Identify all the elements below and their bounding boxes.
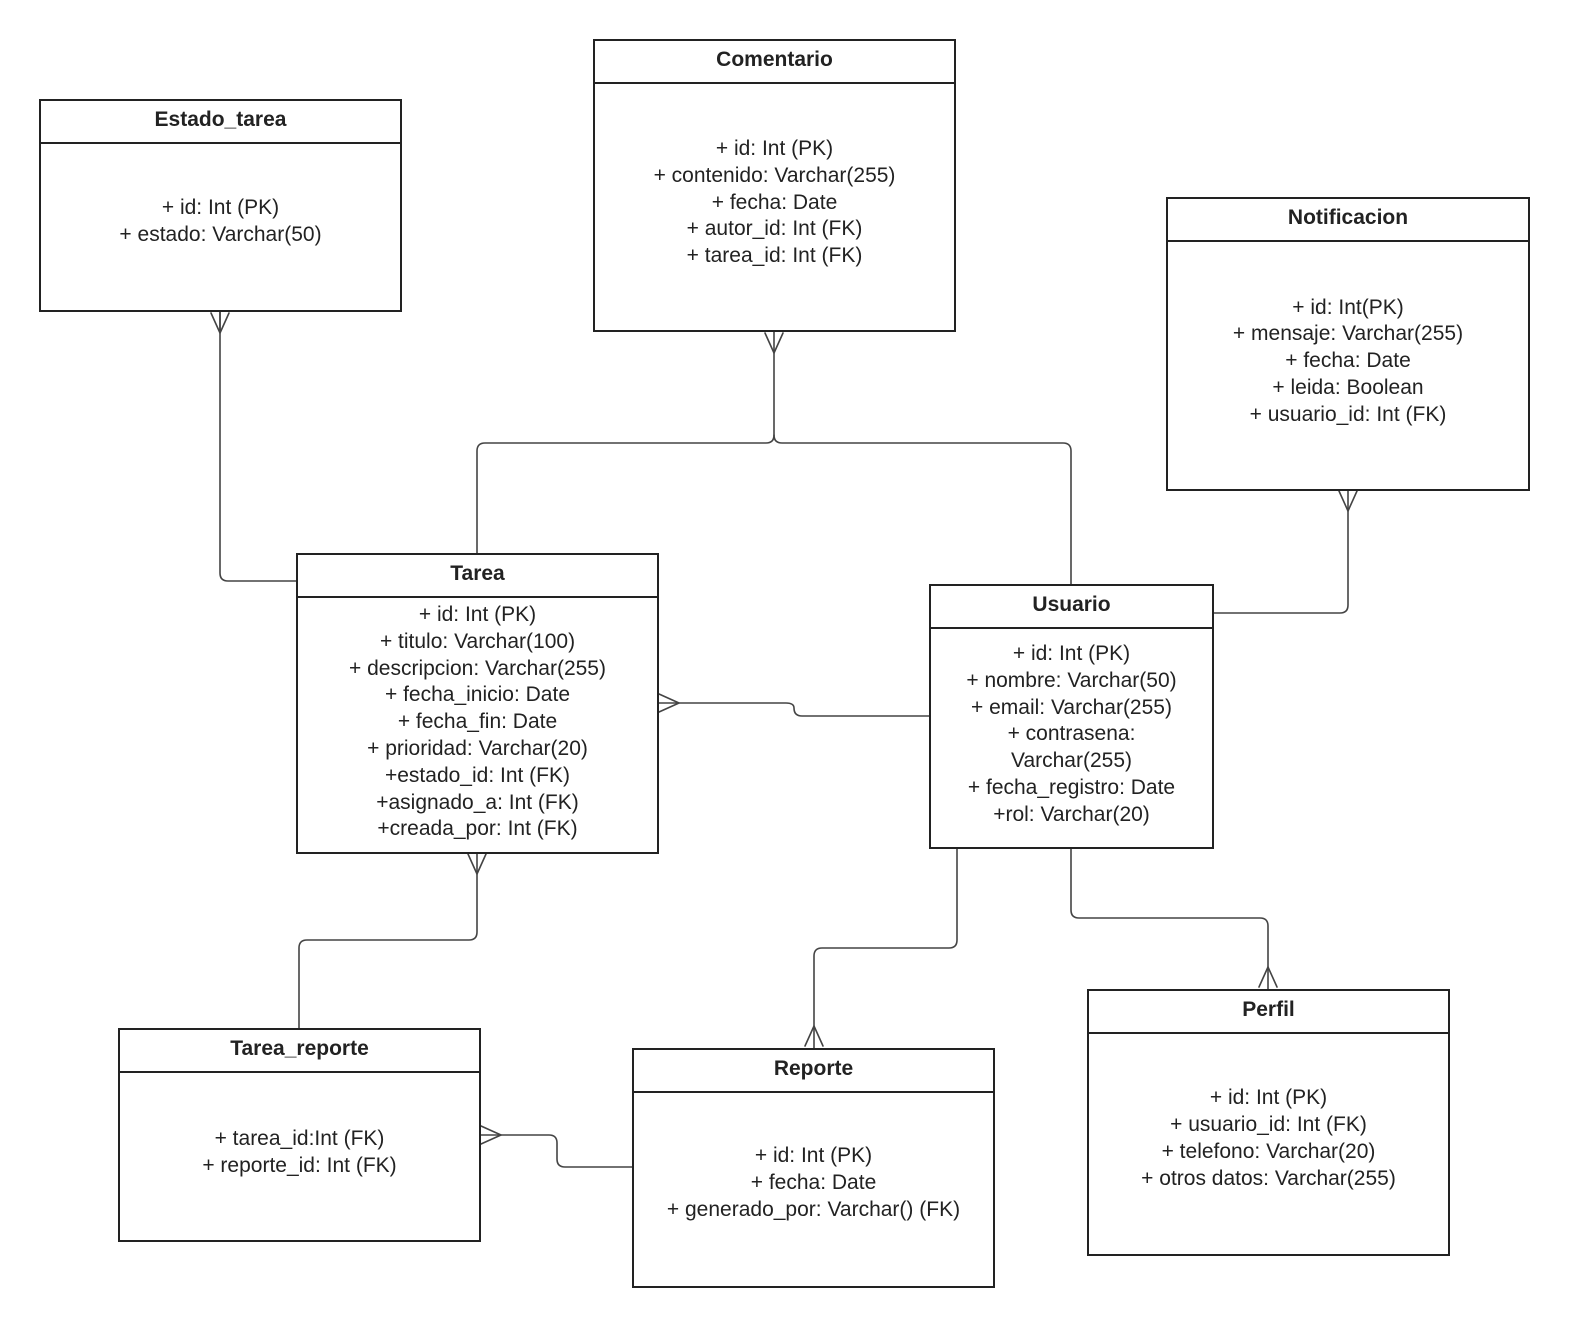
entity-usuario-attributes: + id: Int (PK) + nombre: Varchar(50) + e… [931, 629, 1212, 847]
connector-usuario-perfil [1070, 847, 1269, 990]
entity-tarea-reporte-attributes: + tarea_id:Int (FK) + reporte_id: Int (F… [120, 1073, 479, 1240]
attribute: + nombre: Varchar(50) [966, 668, 1177, 692]
attribute: + id: Int (PK) [1012, 642, 1131, 665]
connector-reporte-tarea-reporte [478, 1134, 633, 1168]
crows-foot-notificacion [1338, 490, 1358, 512]
entity-notificacion-attributes: + id: Int(PK) + mensaje: Varchar(255) + … [1168, 242, 1528, 489]
entity-estado-tarea[interactable]: Estado_tarea + id: Int (PK) + estado: Va… [39, 99, 402, 312]
connector-usuario-comentario [773, 434, 1072, 585]
attribute: + id: Int(PK) [1292, 295, 1404, 319]
attribute: + id: Int (PK) [754, 1144, 873, 1168]
attribute: + otros datos: Varchar(255) [1141, 1166, 1396, 1190]
crows-foot-reporte [804, 1025, 824, 1047]
entity-notificacion-title: Notificacion [1168, 199, 1528, 242]
entity-perfil-attributes: + id: Int (PK) + usuario_id: Int (FK) + … [1089, 1034, 1448, 1254]
entity-tarea[interactable]: Tarea + id: Int (PK) + titulo: Varchar(1… [296, 553, 659, 854]
entity-tarea-attributes: + id: Int (PK) + titulo: Varchar(100) + … [298, 598, 657, 852]
attribute: +asignado_a: Int (FK) [376, 790, 579, 814]
entity-tarea-reporte-title: Tarea_reporte [120, 1030, 479, 1073]
attribute: + titulo: Varchar(100) [379, 629, 576, 653]
entity-usuario-title: Usuario [931, 586, 1212, 629]
attribute: + tarea_id: Int (FK) [686, 244, 863, 268]
attribute: + generado_por: Varchar() (FK) [666, 1197, 961, 1221]
entity-reporte-attributes: + id: Int (PK) + fecha: Date + generado_… [634, 1093, 993, 1286]
attribute: + fecha: Date [711, 190, 838, 214]
entity-usuario[interactable]: Usuario + id: Int (PK) + nombre: Varchar… [929, 584, 1214, 849]
entity-perfil[interactable]: Perfil + id: Int (PK) + usuario_id: Int … [1087, 989, 1450, 1256]
entity-notificacion[interactable]: Notificacion + id: Int(PK) + mensaje: Va… [1166, 197, 1530, 491]
connector-tarea-comentario [476, 330, 775, 554]
attribute: +estado_id: Int (FK) [384, 763, 570, 787]
attribute: + tarea_id:Int (FK) [214, 1126, 385, 1150]
entity-reporte-title: Reporte [634, 1050, 993, 1093]
connector-usuario-notificacion [1211, 488, 1349, 614]
entity-perfil-title: Perfil [1089, 991, 1448, 1034]
entity-comentario-attributes: + id: Int (PK) + contenido: Varchar(255)… [595, 84, 954, 330]
attribute: + fecha: Date [1285, 349, 1411, 373]
entity-estado-tarea-attributes: + id: Int (PK) + estado: Varchar(50) [41, 144, 400, 310]
connector-tarea-estado-tarea [219, 310, 297, 582]
attribute: + mensaje: Varchar(255) [1232, 322, 1464, 346]
connector-usuario-tarea [656, 702, 930, 717]
crows-foot-tarea-right [658, 693, 680, 713]
connector-usuario-reporte [813, 847, 958, 1049]
attribute: + fecha_fin: Date [397, 710, 558, 734]
attribute: + id: Int (PK) [161, 196, 280, 220]
attribute: + id: Int (PK) [418, 603, 537, 626]
attribute: + estado: Varchar(50) [119, 223, 322, 246]
crows-foot-tarea-reporte [480, 1125, 502, 1145]
entity-reporte[interactable]: Reporte + id: Int (PK) + fecha: Date + g… [632, 1048, 995, 1288]
attribute: + id: Int (PK) [1209, 1086, 1328, 1110]
entity-comentario[interactable]: Comentario + id: Int (PK) + contenido: V… [593, 39, 956, 332]
connector-tarea-reporte-tarea [298, 851, 478, 1029]
attribute: + fecha: Date [750, 1171, 877, 1195]
attribute: + descripcion: Varchar(255) [349, 656, 606, 680]
entity-estado-tarea-title: Estado_tarea [41, 101, 400, 144]
entity-comentario-title: Comentario [595, 41, 954, 84]
attribute: + telefono: Varchar(20) [1161, 1140, 1376, 1163]
attribute: +creada_por: Int (FK) [377, 817, 578, 841]
crows-foot-estado-tarea [210, 310, 230, 334]
crows-foot-comentario [764, 332, 784, 354]
attribute: +rol: Varchar(20) [993, 802, 1150, 826]
attribute: + prioridad: Varchar(20) [367, 736, 588, 760]
attribute: + fecha_registro: Date [967, 775, 1176, 799]
attribute: + leida: Boolean [1272, 375, 1424, 399]
attribute: + autor_id: Int (FK) [686, 217, 863, 241]
attribute: + fecha_inicio: Date [384, 683, 571, 707]
attribute: + contenido: Varchar(255) [653, 163, 896, 187]
entity-tarea-title: Tarea [298, 555, 657, 598]
attribute: + usuario_id: Int (FK) [1249, 402, 1447, 426]
crows-foot-perfil [1258, 966, 1278, 988]
attribute: + usuario_id: Int (FK) [1170, 1113, 1367, 1137]
attribute: + reporte_id: Int (FK) [202, 1153, 397, 1177]
attribute: + contrasena: Varchar(255) [1007, 722, 1136, 773]
attribute: + email: Varchar(255) [971, 695, 1172, 719]
crows-foot-tarea-bottom [467, 853, 487, 875]
entity-tarea-reporte[interactable]: Tarea_reporte + tarea_id:Int (FK) + repo… [118, 1028, 481, 1242]
attribute: + id: Int (PK) [715, 137, 834, 160]
